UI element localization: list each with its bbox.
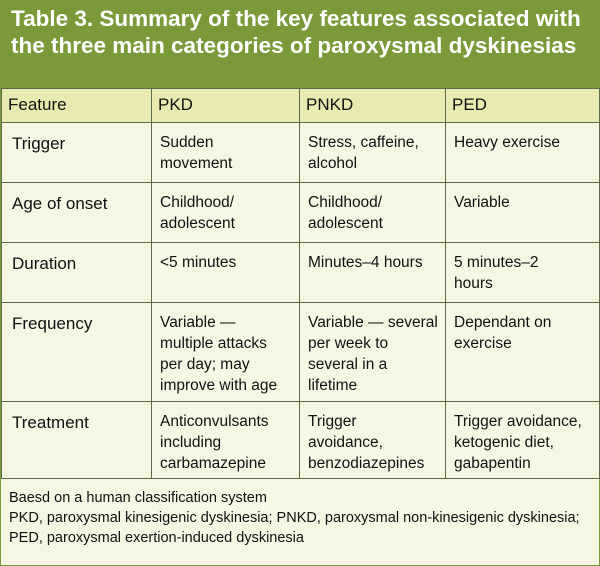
- pkd-cell: Childhood/adolescent: [151, 182, 300, 243]
- table-row: Age of onset Childhood/adolescent Childh…: [1, 182, 600, 243]
- ped-cell: Heavy exercise: [445, 122, 600, 183]
- footnote-classification: Baesd on a human classification system: [9, 490, 267, 506]
- column-header-feature: Feature: [1, 88, 152, 123]
- row-feature-cell: Treatment: [1, 401, 152, 479]
- header-row: Feature PKD PNKD PED: [1, 88, 600, 123]
- column-header-pkd: PKD: [151, 88, 300, 123]
- table-footnotes: Baesd on a human classification system P…: [1, 479, 599, 548]
- footnote-abbreviations: PKD, paroxysmal kinesigenic dyskinesia; …: [9, 510, 580, 546]
- column-header-pnkd: PNKD: [299, 88, 446, 123]
- row-feature-cell: Age of onset: [1, 182, 152, 243]
- row-feature-cell: Trigger: [1, 122, 152, 183]
- row-feature-cell: Duration: [1, 242, 152, 303]
- table-title: Table 3. Summary of the key features ass…: [1, 1, 599, 88]
- pnkd-cell: Stress, caffeine,alcohol: [299, 122, 446, 183]
- column-header-ped: PED: [445, 88, 600, 123]
- pkd-cell: <5 minutes: [151, 242, 300, 303]
- ped-cell: Variable: [445, 182, 600, 243]
- table-row: Duration <5 minutes Minutes–4 hours 5 mi…: [1, 242, 600, 303]
- pnkd-cell: Childhood/adolescent: [299, 182, 446, 243]
- ped-cell: Trigger avoidance,ketogenic diet,gabapen…: [445, 401, 600, 479]
- row-feature-cell: Frequency: [1, 302, 152, 402]
- pnkd-cell: Minutes–4 hours: [299, 242, 446, 303]
